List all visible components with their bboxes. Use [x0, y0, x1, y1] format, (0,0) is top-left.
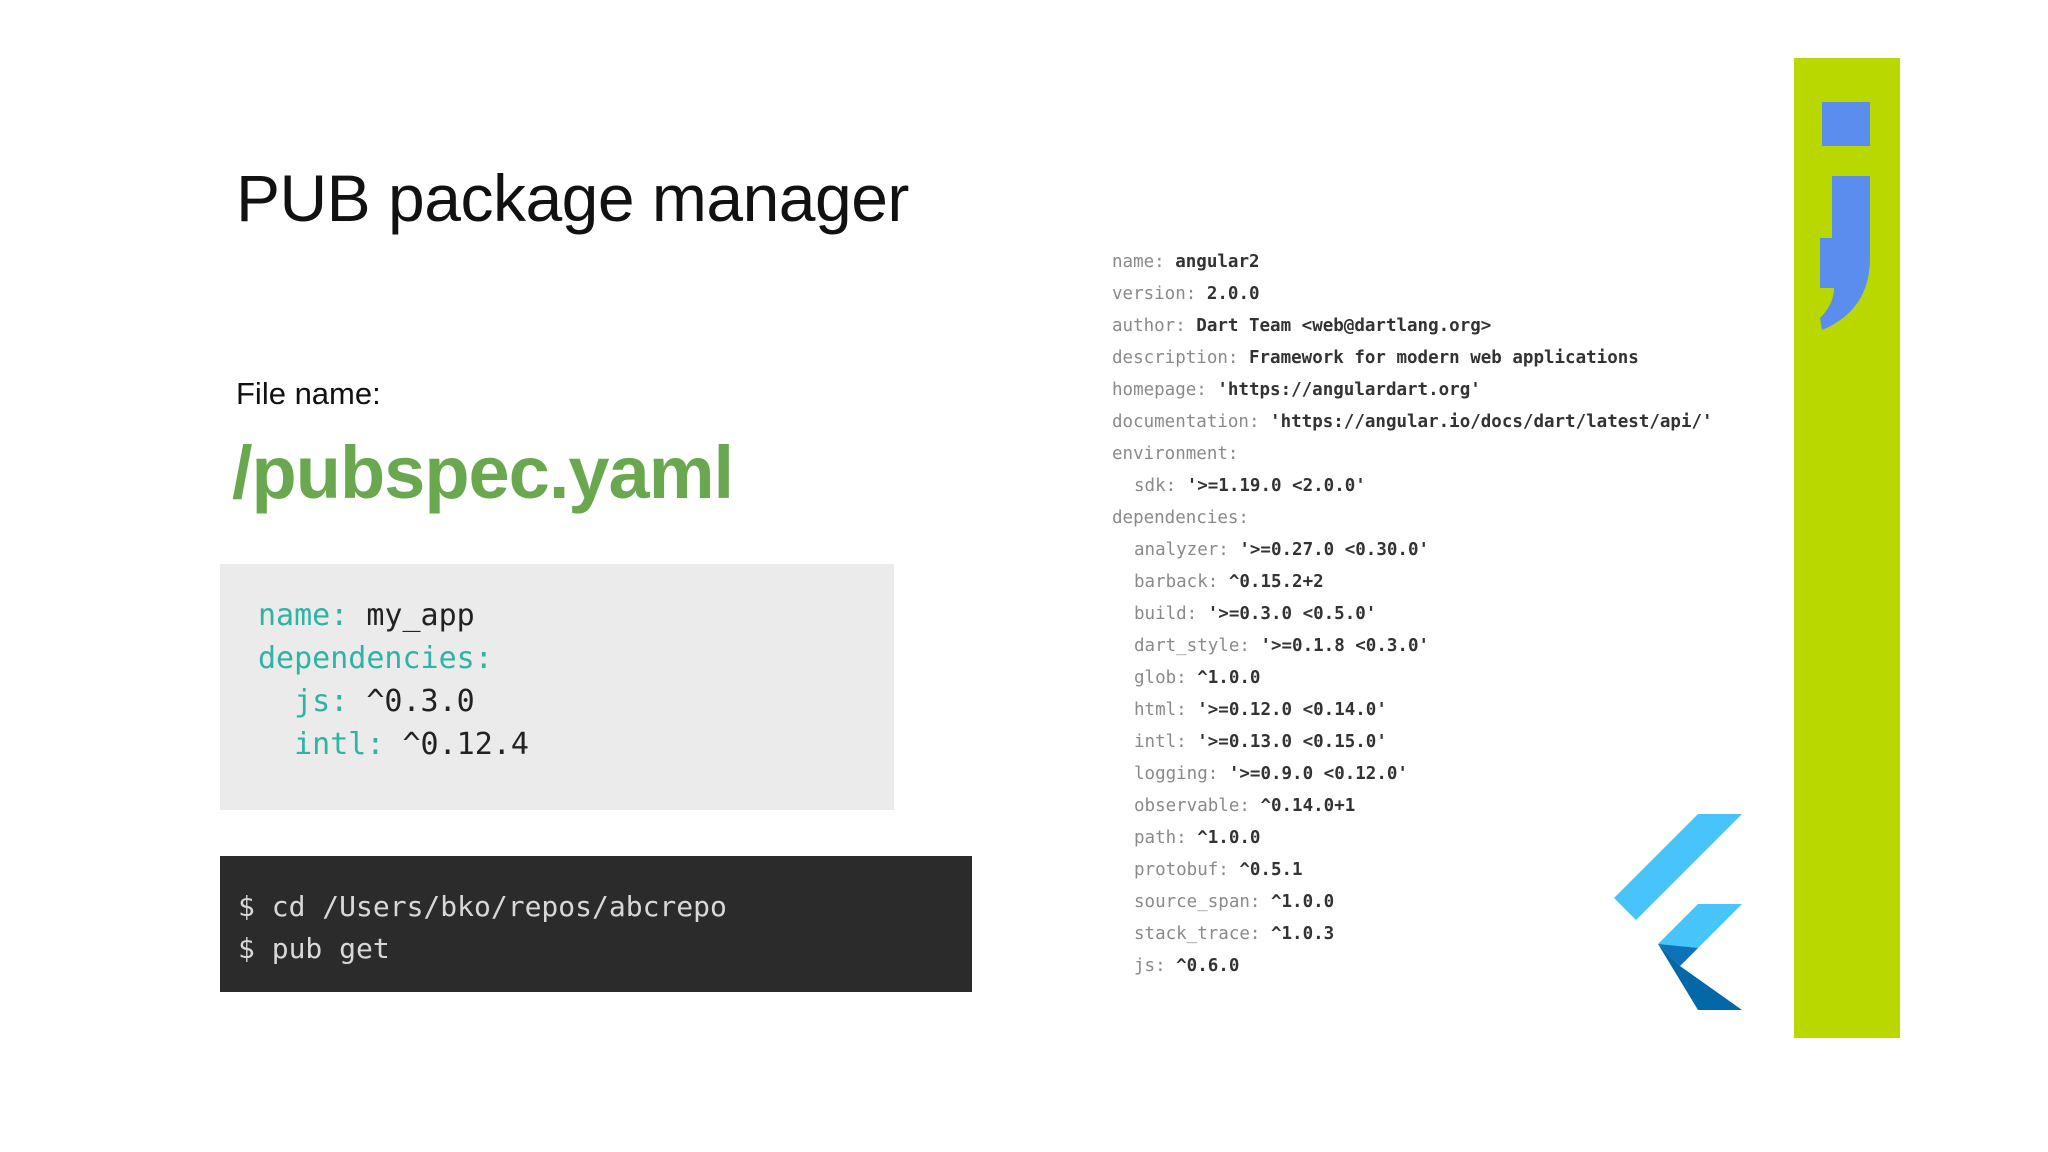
pubspec-line: stack_trace: ^1.0.3	[1112, 918, 1713, 950]
pubspec-key: documentation:	[1112, 412, 1260, 432]
pubspec-key: analyzer:	[1134, 540, 1229, 560]
terminal-box: $ cd /Users/bko/repos/abcrepo $ pub get	[220, 856, 972, 992]
pubspec-line: glob: ^1.0.0	[1112, 662, 1713, 694]
yaml-line: name: my_app	[258, 594, 894, 637]
pubspec-key: path:	[1134, 828, 1187, 848]
pubspec-value: ^0.5.1	[1228, 860, 1303, 880]
pubspec-key: html:	[1134, 700, 1187, 720]
pubspec-line: path: ^1.0.0	[1112, 822, 1713, 854]
pubspec-line: environment:	[1112, 438, 1713, 470]
pubspec-value: '>=0.13.0 <0.15.0'	[1186, 732, 1387, 752]
pubspec-value: Dart Team <web@dartlang.org>	[1185, 316, 1492, 336]
yaml-value: my_app	[348, 598, 475, 633]
pubspec-line: build: '>=0.3.0 <0.5.0'	[1112, 598, 1713, 630]
pubspec-key: name:	[1112, 252, 1165, 272]
yaml-indent	[258, 684, 294, 719]
pubspec-line: documentation: 'https://angular.io/docs/…	[1112, 406, 1713, 438]
pubspec-value: 2.0.0	[1196, 284, 1260, 304]
pubspec-value: ^1.0.0	[1186, 828, 1261, 848]
pubspec-value: Framework for modern web applications	[1238, 348, 1639, 368]
pubspec-line: dart_style: '>=0.1.8 <0.3.0'	[1112, 630, 1713, 662]
pubspec-value: ^1.0.0	[1186, 668, 1261, 688]
pubspec-line: homepage: 'https://angulardart.org'	[1112, 374, 1713, 406]
pubspec-key: homepage:	[1112, 380, 1207, 400]
pubspec-line: intl: '>=0.13.0 <0.15.0'	[1112, 726, 1713, 758]
pubspec-key: js:	[1134, 956, 1166, 976]
yaml-key: intl:	[294, 727, 385, 762]
pubspec-key: build:	[1134, 604, 1198, 624]
pubspec-line: dependencies:	[1112, 502, 1713, 534]
pubspec-value: '>=0.9.0 <0.12.0'	[1218, 764, 1408, 784]
pubspec-key: dependencies:	[1112, 508, 1249, 528]
yaml-code-box: name: my_app dependencies: js: ^0.3.0 int…	[220, 564, 894, 810]
pubspec-line: version: 2.0.0	[1112, 278, 1713, 310]
yaml-key: js:	[294, 684, 349, 719]
pubspec-value: 'https://angular.io/docs/dart/latest/api…	[1259, 412, 1713, 432]
pubspec-value: ^0.6.0	[1165, 956, 1240, 976]
pubspec-value: ^1.0.3	[1260, 924, 1335, 944]
pubspec-key: sdk:	[1134, 476, 1177, 496]
pubspec-key: dart_style:	[1134, 636, 1250, 656]
pubspec-value: '>=0.27.0 <0.30.0'	[1228, 540, 1430, 560]
terminal-line-pub-get: $ pub get	[238, 932, 390, 965]
slide-title: PUB package manager	[236, 161, 909, 235]
yaml-indent	[258, 727, 294, 762]
terminal-line-cd: $ cd /Users/bko/repos/abcrepo	[238, 890, 727, 923]
pubspec-line: js: ^0.6.0	[1112, 950, 1713, 982]
pubspec-line: source_span: ^1.0.0	[1112, 886, 1713, 918]
pubspec-key: author:	[1112, 316, 1186, 336]
file-name-heading: /pubspec.yaml	[232, 431, 734, 514]
pubspec-value: 'https://angulardart.org'	[1206, 380, 1481, 400]
pubspec-line: observable: ^0.14.0+1	[1112, 790, 1713, 822]
pubspec-value: '>=0.3.0 <0.5.0'	[1197, 604, 1377, 624]
yaml-line: js: ^0.3.0	[258, 680, 894, 723]
pubspec-key: description:	[1112, 348, 1239, 368]
pubspec-key: protobuf:	[1134, 860, 1229, 880]
yaml-value: ^0.12.4	[384, 727, 529, 762]
pubspec-line: name: angular2	[1112, 246, 1713, 278]
pubspec-line: sdk: '>=1.19.0 <2.0.0'	[1112, 470, 1713, 502]
pubspec-line: description: Framework for modern web ap…	[1112, 342, 1713, 374]
pubspec-key: environment:	[1112, 444, 1239, 464]
pubspec-value: '>=0.12.0 <0.14.0'	[1186, 700, 1387, 720]
pubspec-line: logging: '>=0.9.0 <0.12.0'	[1112, 758, 1713, 790]
pubspec-value: '>=1.19.0 <2.0.0'	[1176, 476, 1366, 496]
pubspec-key: version:	[1112, 284, 1197, 304]
yaml-key: name:	[258, 598, 349, 633]
pubspec-key: stack_trace:	[1134, 924, 1261, 944]
pubspec-value: angular2	[1164, 252, 1260, 272]
yaml-key: dependencies:	[258, 641, 493, 676]
pubspec-line: analyzer: '>=0.27.0 <0.30.0'	[1112, 534, 1713, 566]
pubspec-key: source_span:	[1134, 892, 1261, 912]
pubspec-key: intl:	[1134, 732, 1187, 752]
yaml-code-lines: name: my_app dependencies: js: ^0.3.0 int…	[258, 594, 894, 766]
pubspec-line: protobuf: ^0.5.1	[1112, 854, 1713, 886]
flutter-logo-icon	[1614, 814, 1742, 1010]
pubspec-key: logging:	[1134, 764, 1219, 784]
yaml-line: intl: ^0.12.4	[258, 723, 894, 766]
file-name-label: File name:	[236, 376, 381, 411]
pubspec-key: barback:	[1134, 572, 1219, 592]
pubspec-key: observable:	[1134, 796, 1250, 816]
pubspec-key: glob:	[1134, 668, 1187, 688]
j-logo-icon	[1820, 102, 1870, 330]
pubspec-line: barback: ^0.15.2+2	[1112, 566, 1713, 598]
pubspec-value: '>=0.1.8 <0.3.0'	[1249, 636, 1430, 656]
pubspec-line: author: Dart Team <web@dartlang.org>	[1112, 310, 1713, 342]
yaml-line: dependencies:	[258, 637, 894, 680]
yaml-value: ^0.3.0	[348, 684, 475, 719]
pubspec-value: ^0.14.0+1	[1249, 796, 1356, 816]
pubspec-line: html: '>=0.12.0 <0.14.0'	[1112, 694, 1713, 726]
pubspec-value: ^1.0.0	[1260, 892, 1335, 912]
pubspec-value: ^0.15.2+2	[1218, 572, 1324, 592]
